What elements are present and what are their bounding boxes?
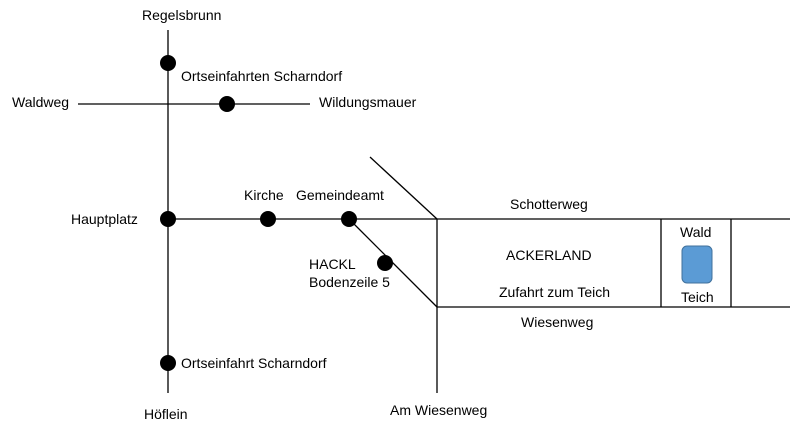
dot-ortseinfahrten-top (160, 55, 176, 71)
label-hauptplatz: Hauptplatz (71, 211, 138, 227)
label-waldweg: Waldweg (12, 94, 70, 110)
label-wildungsmauer: Wildungsmauer (319, 94, 417, 110)
label-kirche: Kirche (244, 187, 284, 203)
label-gemeindeamt: Gemeindeamt (296, 187, 384, 203)
label-ackerland: ACKERLAND (506, 247, 592, 263)
dot-hauptplatz (160, 211, 176, 227)
label-wald: Wald (680, 224, 712, 240)
label-hackl-bodenzeile: HACKL Bodenzeile 5 (309, 256, 390, 290)
label-zufahrt-zum-teich: Zufahrt zum Teich (499, 284, 611, 300)
dot-ortseinfahrt-bottom (160, 355, 176, 371)
teich-pond (681, 245, 713, 284)
label-regelsbrunn: Regelsbrunn (142, 7, 222, 23)
label-teich: Teich (681, 289, 714, 305)
road-diagonal-upper (369, 156, 438, 220)
label-hoeflein: Höflein (144, 406, 188, 422)
dot-kirche (260, 211, 276, 227)
label-ortseinfahrten-scharndorf: Ortseinfahrten Scharndorf (181, 68, 343, 84)
label-wiesenweg: Wiesenweg (521, 314, 594, 330)
label-ortseinfahrt-scharndorf: Ortseinfahrt Scharndorf (181, 355, 327, 371)
label-am-wiesenweg: Am Wiesenweg (390, 402, 488, 418)
dot-gemeindeamt (341, 211, 357, 227)
label-schotterweg: Schotterweg (510, 196, 588, 212)
dot-wildungsmauer (219, 96, 235, 112)
dot-hackl (377, 255, 393, 271)
